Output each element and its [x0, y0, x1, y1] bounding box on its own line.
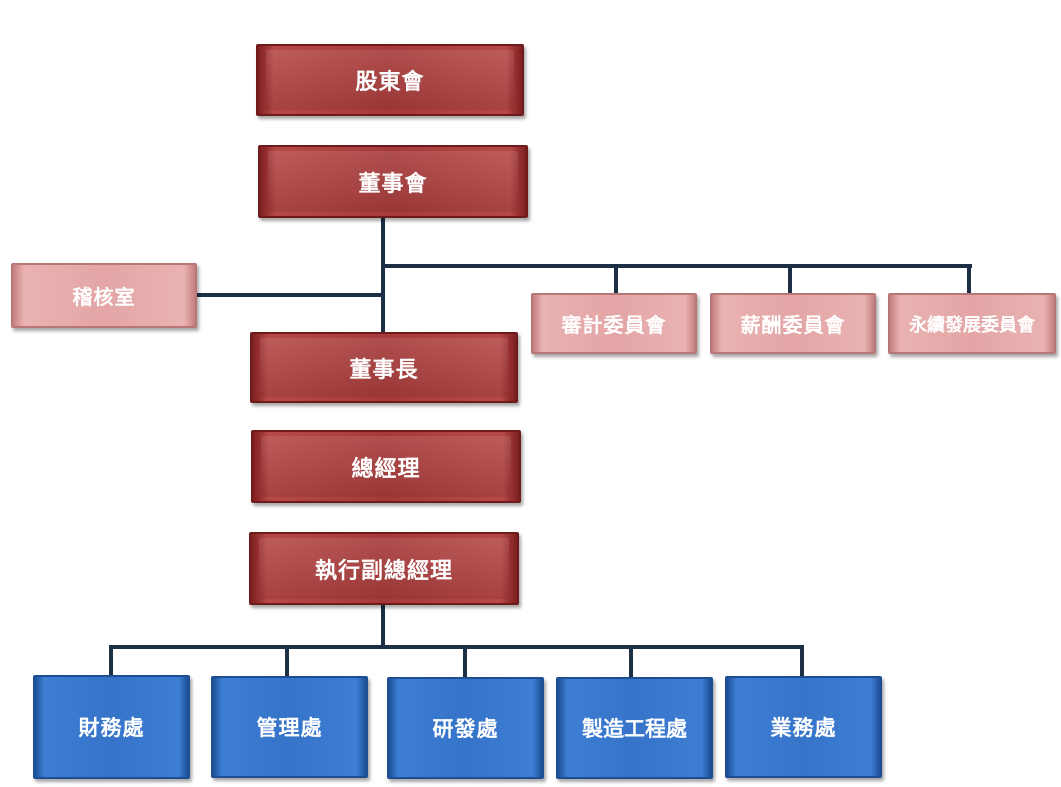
connector-audit-office: [197, 293, 383, 297]
connector-dept-5: [800, 645, 804, 676]
connector-committee-1: [614, 264, 618, 294]
audit-office-box: 稽核室: [11, 263, 197, 328]
president-label: 總經理: [351, 456, 421, 482]
audit-office-label: 稽核室: [72, 285, 136, 309]
connector-dept-2: [285, 645, 289, 676]
committee-box-audit: 審計委員會: [531, 293, 697, 354]
evp-box: 執行副總經理: [249, 532, 519, 605]
connector-dept-4: [629, 645, 633, 677]
connector-board-to-chairman: [381, 216, 385, 334]
committee-label-sustainability: 永續發展委員會: [909, 314, 1035, 336]
committee-label-audit: 審計委員會: [561, 313, 667, 337]
committee-label-compensation: 薪酬委員會: [740, 313, 846, 337]
connector-evp-to-departments: [381, 603, 385, 647]
connector-committee-2: [788, 264, 792, 294]
department-box-manufacturing-engineering: 製造工程處: [556, 677, 713, 779]
department-box-management: 管理處: [211, 676, 368, 778]
connector-committee-3: [967, 264, 971, 294]
department-label-finance: 財務處: [78, 716, 145, 740]
board-label: 董事會: [358, 171, 428, 197]
department-label-manufacturing-engineering: 製造工程處: [582, 717, 687, 741]
evp-label: 執行副總經理: [314, 558, 453, 584]
president-box: 總經理: [251, 430, 521, 503]
connector-dept-1: [109, 645, 113, 675]
department-label-rnd: 研發處: [432, 717, 499, 741]
connector-dept-3: [463, 645, 467, 677]
committee-box-compensation: 薪酬委員會: [710, 293, 876, 354]
chairman-box: 董事長: [250, 332, 518, 403]
board-box: 董事會: [258, 145, 528, 218]
department-box-finance: 財務處: [33, 675, 190, 779]
connector-committees-bus: [383, 264, 972, 268]
shareholders-box: 股東會: [256, 44, 524, 116]
department-label-management: 管理處: [256, 716, 323, 740]
committee-box-sustainability: 永續發展委員會: [888, 293, 1056, 354]
department-box-rnd: 研發處: [387, 677, 544, 779]
connector-departments-bus: [111, 645, 804, 649]
chairman-label: 董事長: [349, 357, 419, 383]
department-label-sales: 業務處: [770, 716, 837, 740]
shareholders-label: 股東會: [355, 70, 425, 95]
department-box-sales: 業務處: [725, 676, 882, 778]
